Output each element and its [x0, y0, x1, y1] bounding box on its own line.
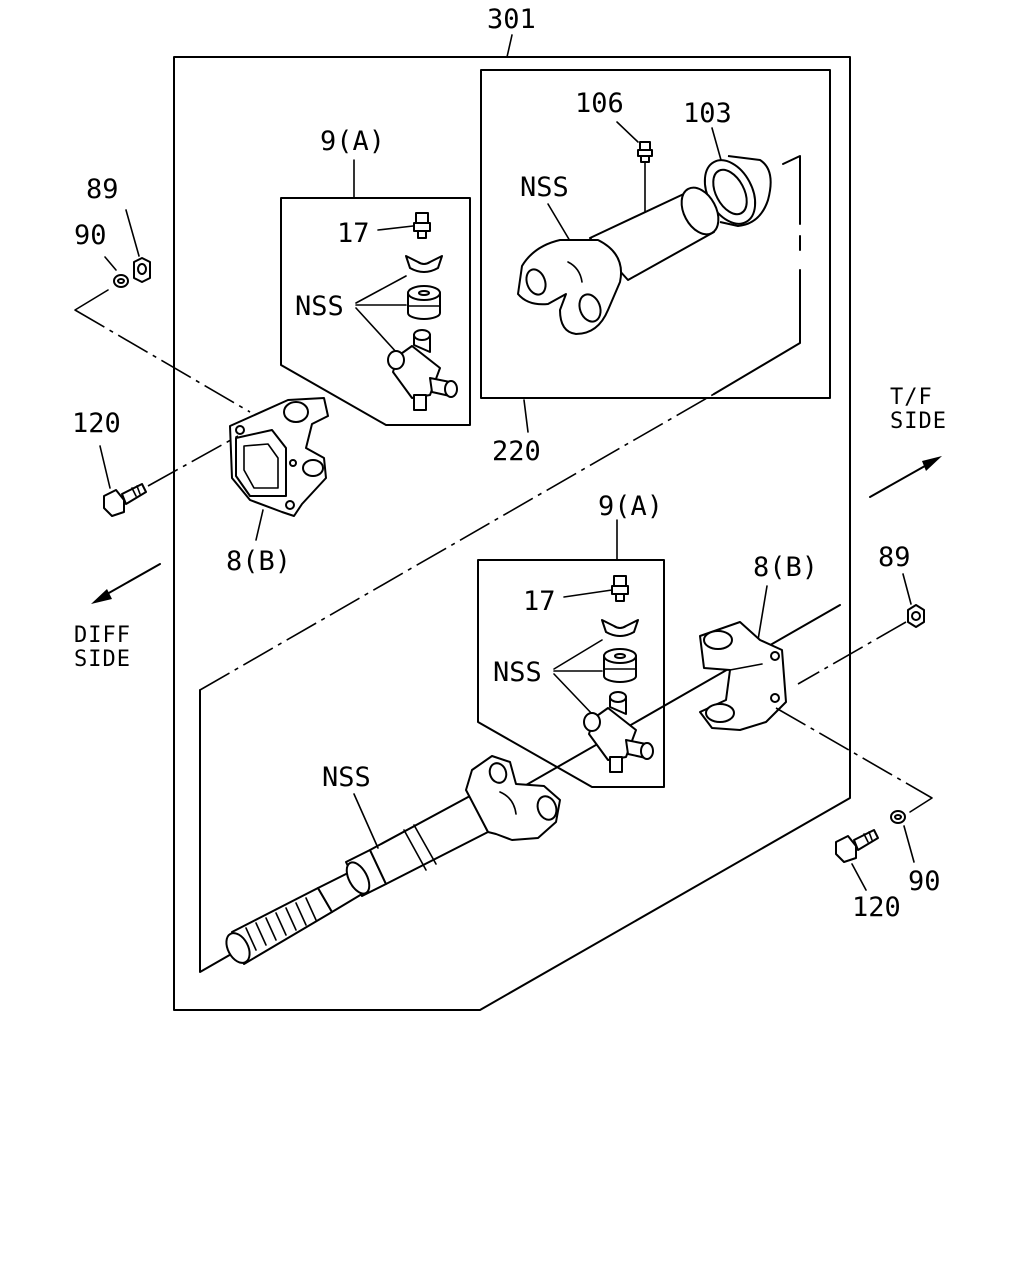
nut-label-left: 89: [86, 174, 119, 205]
washer-label-left: 90: [74, 220, 107, 251]
tf-side-direction: T/F SIDE: [869, 385, 947, 498]
bolt-icon: [103, 483, 147, 517]
fitting-label-lower: 17: [523, 586, 556, 617]
snap-ring-icon: [601, 619, 639, 637]
assembly-frame: 301: [173, 4, 851, 1011]
propeller-shaft-part: NSS: [225, 755, 561, 965]
bearing-cup-icon: [603, 648, 637, 683]
diff-side-direction: DIFF SIDE: [74, 563, 161, 672]
bolt-label-right: 120: [852, 892, 901, 923]
nut-icon: [907, 604, 925, 628]
flange-yoke-left: 8(B): [226, 397, 329, 577]
flange-yoke-right: 8(B): [699, 552, 818, 731]
tf-side-line1: T/F: [890, 385, 933, 410]
diff-side-line2: SIDE: [74, 647, 131, 672]
flange-yoke-label-left: 8(B): [226, 546, 291, 577]
slip-yoke-part: 106 103 NSS: [517, 88, 772, 335]
right-hardware: 89 90 120: [775, 542, 941, 923]
fitting-label-upper: 17: [337, 218, 370, 249]
ujoint-spider-icon: [583, 691, 654, 773]
tf-side-line2: SIDE: [890, 409, 947, 434]
flange-yoke-label-right: 8(B): [753, 552, 818, 583]
grease-fitting-icon: [637, 141, 653, 163]
ujoint-kit-upper: 9(A) 17 NSS: [280, 126, 471, 426]
assembly-label: 301: [487, 4, 536, 35]
nss-kit-label-upper: NSS: [295, 291, 344, 322]
yoke-icon: [517, 239, 622, 335]
left-hardware: 89 90 120: [72, 174, 251, 517]
bearing-cup-icon: [407, 285, 441, 320]
ujoint-kit-label-upper: 9(A): [320, 126, 385, 157]
sub-assembly-box: 220: [480, 69, 831, 467]
nut-label-right: 89: [878, 542, 911, 573]
arrow-right-icon: [922, 456, 942, 471]
spline-grooves: [245, 897, 317, 951]
nss-yoke-label: NSS: [520, 172, 569, 203]
nss-kit-label-lower: NSS: [493, 657, 542, 688]
washer-icon: [113, 274, 129, 288]
grease-fitting-icon: [611, 575, 629, 602]
washer-icon: [890, 810, 906, 824]
ujoint-kit-label-lower: 9(A): [598, 491, 663, 522]
grease-fitting-icon: [413, 212, 431, 239]
grease-fitting-label: 106: [575, 88, 624, 119]
washer-label-right: 90: [908, 866, 941, 897]
nss-shaft-label: NSS: [322, 762, 371, 793]
diff-side-line1: DIFF: [74, 623, 131, 648]
bolt-label-left: 120: [72, 408, 121, 439]
ujoint-kit-lower: 9(A) 17 NSS: [477, 491, 665, 788]
bolt-icon: [835, 829, 879, 863]
ujoint-spider-icon: [387, 329, 458, 411]
arrow-left-icon: [91, 589, 112, 604]
seal-label: 103: [683, 98, 732, 129]
sub-assembly-label: 220: [492, 436, 541, 467]
snap-ring-icon: [405, 255, 443, 273]
nut-icon: [133, 257, 151, 283]
seal-icon: [703, 155, 772, 227]
tube-yoke-icon: [465, 755, 561, 841]
